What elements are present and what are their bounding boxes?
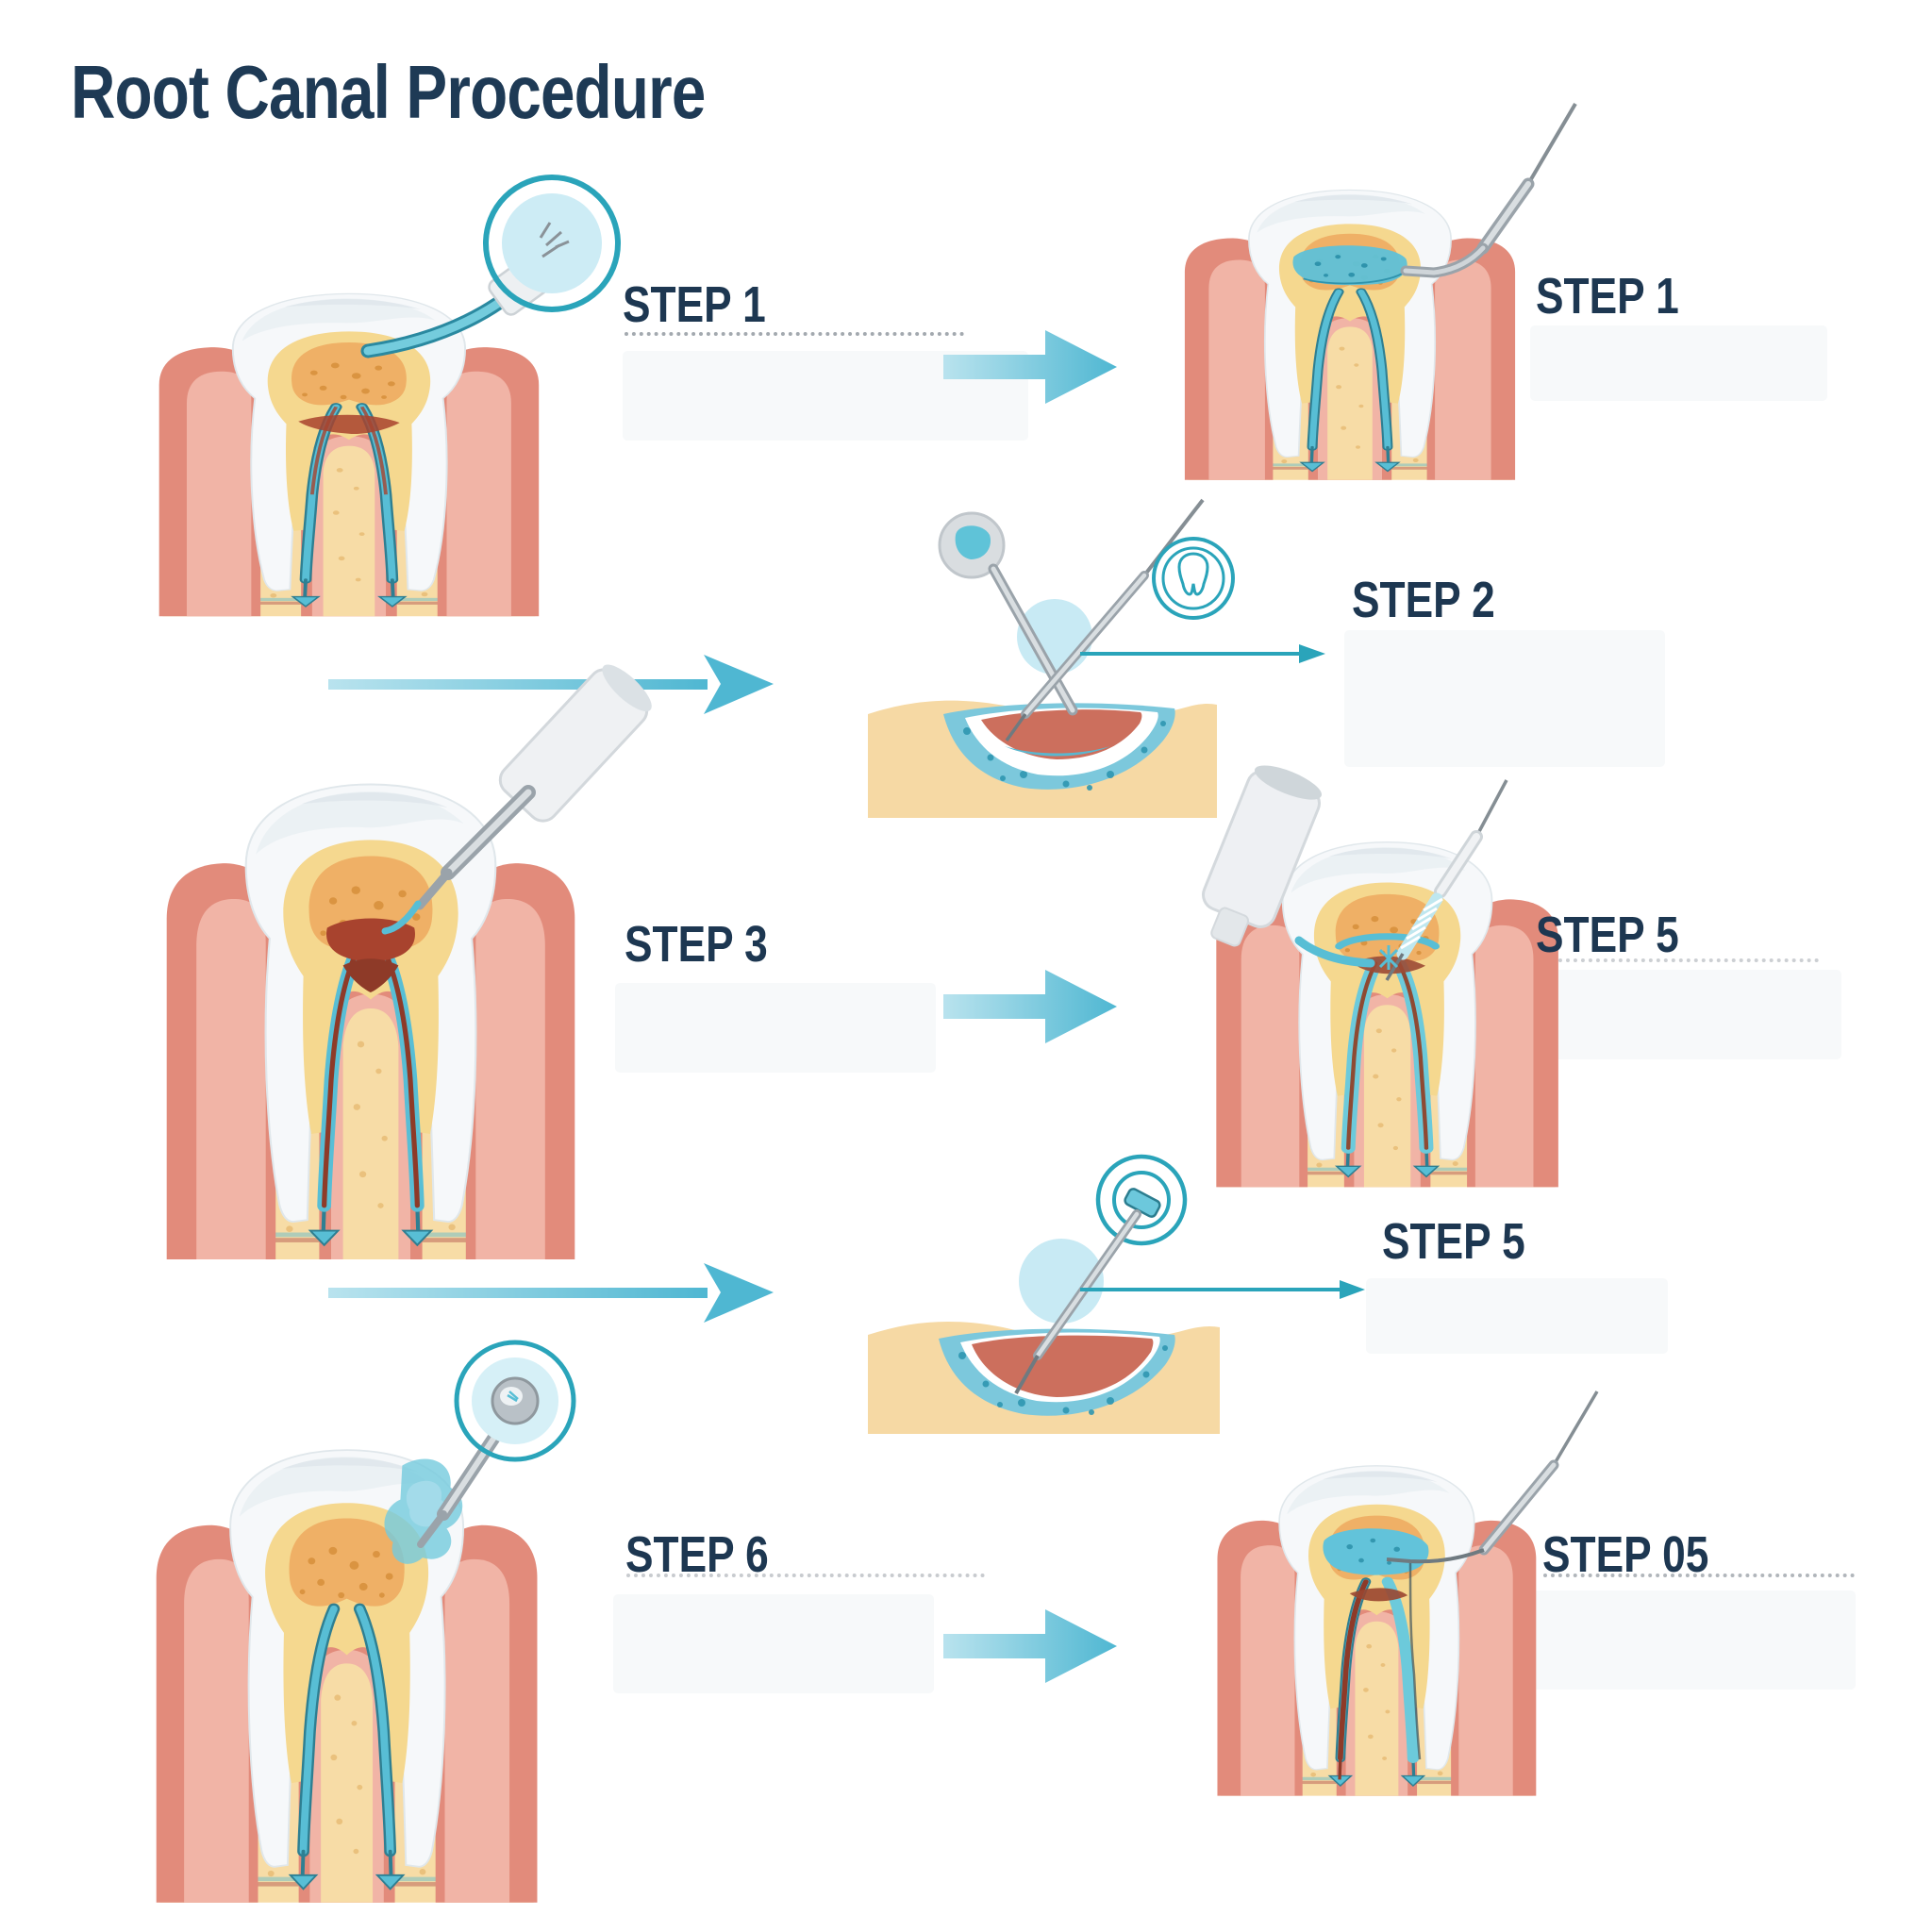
step-label-row4-left: STEP 6 xyxy=(625,1526,769,1583)
long-arrow-right-icon xyxy=(328,1259,781,1327)
step-label-row4-right: STEP 05 xyxy=(1542,1526,1709,1583)
step-label-row1-left: STEP 1 xyxy=(623,276,766,333)
illustration-row1-left xyxy=(132,151,623,660)
tooth-cross-section xyxy=(1185,190,1515,479)
arrow-right-icon xyxy=(943,964,1123,1049)
step-label-row1-right: STEP 1 xyxy=(1536,268,1679,325)
tooth-cross-section xyxy=(157,1450,538,1903)
thin-arrow-right-icon xyxy=(1080,644,1325,663)
illustration-row2-middle xyxy=(863,467,1410,830)
arrow-right-icon xyxy=(943,1604,1123,1689)
ball-burnisher-icon xyxy=(417,1340,576,1548)
arrow-right-icon xyxy=(943,325,1123,409)
thin-arrow-right-icon xyxy=(1080,1280,1365,1299)
irrigation-bottle-icon xyxy=(1202,765,1375,968)
tooth-cross-section xyxy=(1217,1466,1536,1796)
highlight-rings-icon xyxy=(1095,1154,1188,1246)
faded-caption-area xyxy=(1530,1591,1856,1690)
tooth-cross-section xyxy=(159,293,540,616)
magnifier-circle-icon xyxy=(483,175,621,312)
erased-caption-remnant xyxy=(1543,1574,1855,1577)
step-label-row2-left: STEP 3 xyxy=(625,916,768,973)
illustration-row4-left xyxy=(132,1340,670,1932)
long-arrow-right-icon xyxy=(328,651,781,719)
illustration-row2-left xyxy=(132,664,670,1288)
spiral-file-icon xyxy=(1378,779,1508,981)
endo-file-icon xyxy=(1400,102,1577,278)
endo-needle-icon xyxy=(1386,1391,1599,1760)
erased-caption-remnant xyxy=(625,332,964,336)
illustration-row3-middle xyxy=(863,1108,1420,1434)
gum-socket-cross-section xyxy=(868,1321,1220,1434)
faded-caption-area xyxy=(1344,630,1665,767)
plugger-icon xyxy=(1014,1188,1161,1394)
tooth-cross-section xyxy=(167,785,575,1260)
step-label-row3-middle: STEP 5 xyxy=(1382,1213,1525,1270)
illustration-row1-right xyxy=(1179,90,1717,552)
page-title: Root Canal Procedure xyxy=(71,50,706,134)
step-label-row2-right: STEP 5 xyxy=(1536,907,1679,963)
illustration-row4-right xyxy=(1193,1382,1740,1932)
faded-caption-area xyxy=(615,983,936,1073)
erased-caption-remnant xyxy=(626,1574,985,1577)
faded-caption-area xyxy=(1366,1278,1668,1354)
faded-caption-area xyxy=(613,1594,934,1693)
dental-mirror-icon xyxy=(938,511,1078,716)
highlight-glow xyxy=(1019,1239,1104,1324)
dental-explorer-icon xyxy=(1005,498,1205,742)
handled-instrument-icon xyxy=(381,664,652,935)
faded-caption-area xyxy=(1530,970,1841,1059)
step-label-row2-middle: STEP 2 xyxy=(1352,572,1495,628)
gum-socket-cross-section xyxy=(868,700,1217,818)
illustration-row2-right xyxy=(1193,765,1740,1222)
erased-caption-remnant xyxy=(1536,958,1819,962)
faded-caption-area xyxy=(1530,325,1827,401)
tooth-badge-icon xyxy=(1152,537,1235,620)
